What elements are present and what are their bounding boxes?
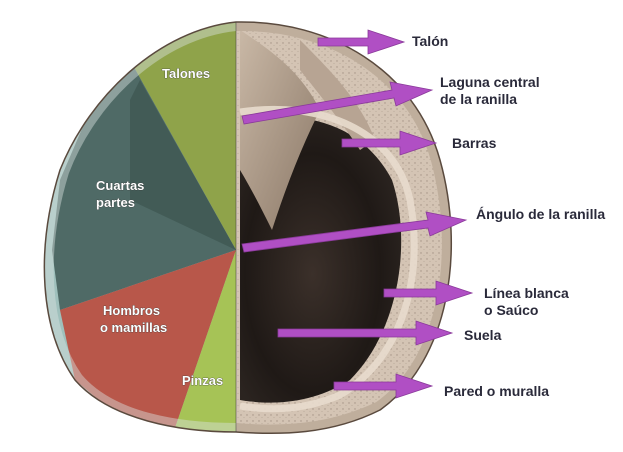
zone-label-talones: Talones (162, 66, 210, 81)
zone-label-cuartas-1: Cuartas (96, 178, 144, 193)
label-talon: Talón (412, 33, 448, 49)
label-angulo: Ángulo de la ranilla (476, 206, 605, 222)
label-laguna-2: de la ranilla (440, 91, 517, 107)
label-laguna-1: Laguna central (440, 74, 540, 90)
zone-label-cuartas-2: partes (96, 195, 135, 210)
zone-label-hombros-1: Hombros (103, 303, 160, 318)
label-linea-2: o Saúco (484, 302, 538, 318)
label-barras: Barras (452, 135, 497, 151)
label-suela: Suela (464, 327, 502, 343)
label-linea-1: Línea blanca (484, 285, 569, 301)
zone-label-hombros-2: o mamillas (100, 320, 167, 335)
zone-label-pinzas: Pinzas (182, 373, 223, 388)
label-pared: Pared o muralla (444, 383, 549, 399)
